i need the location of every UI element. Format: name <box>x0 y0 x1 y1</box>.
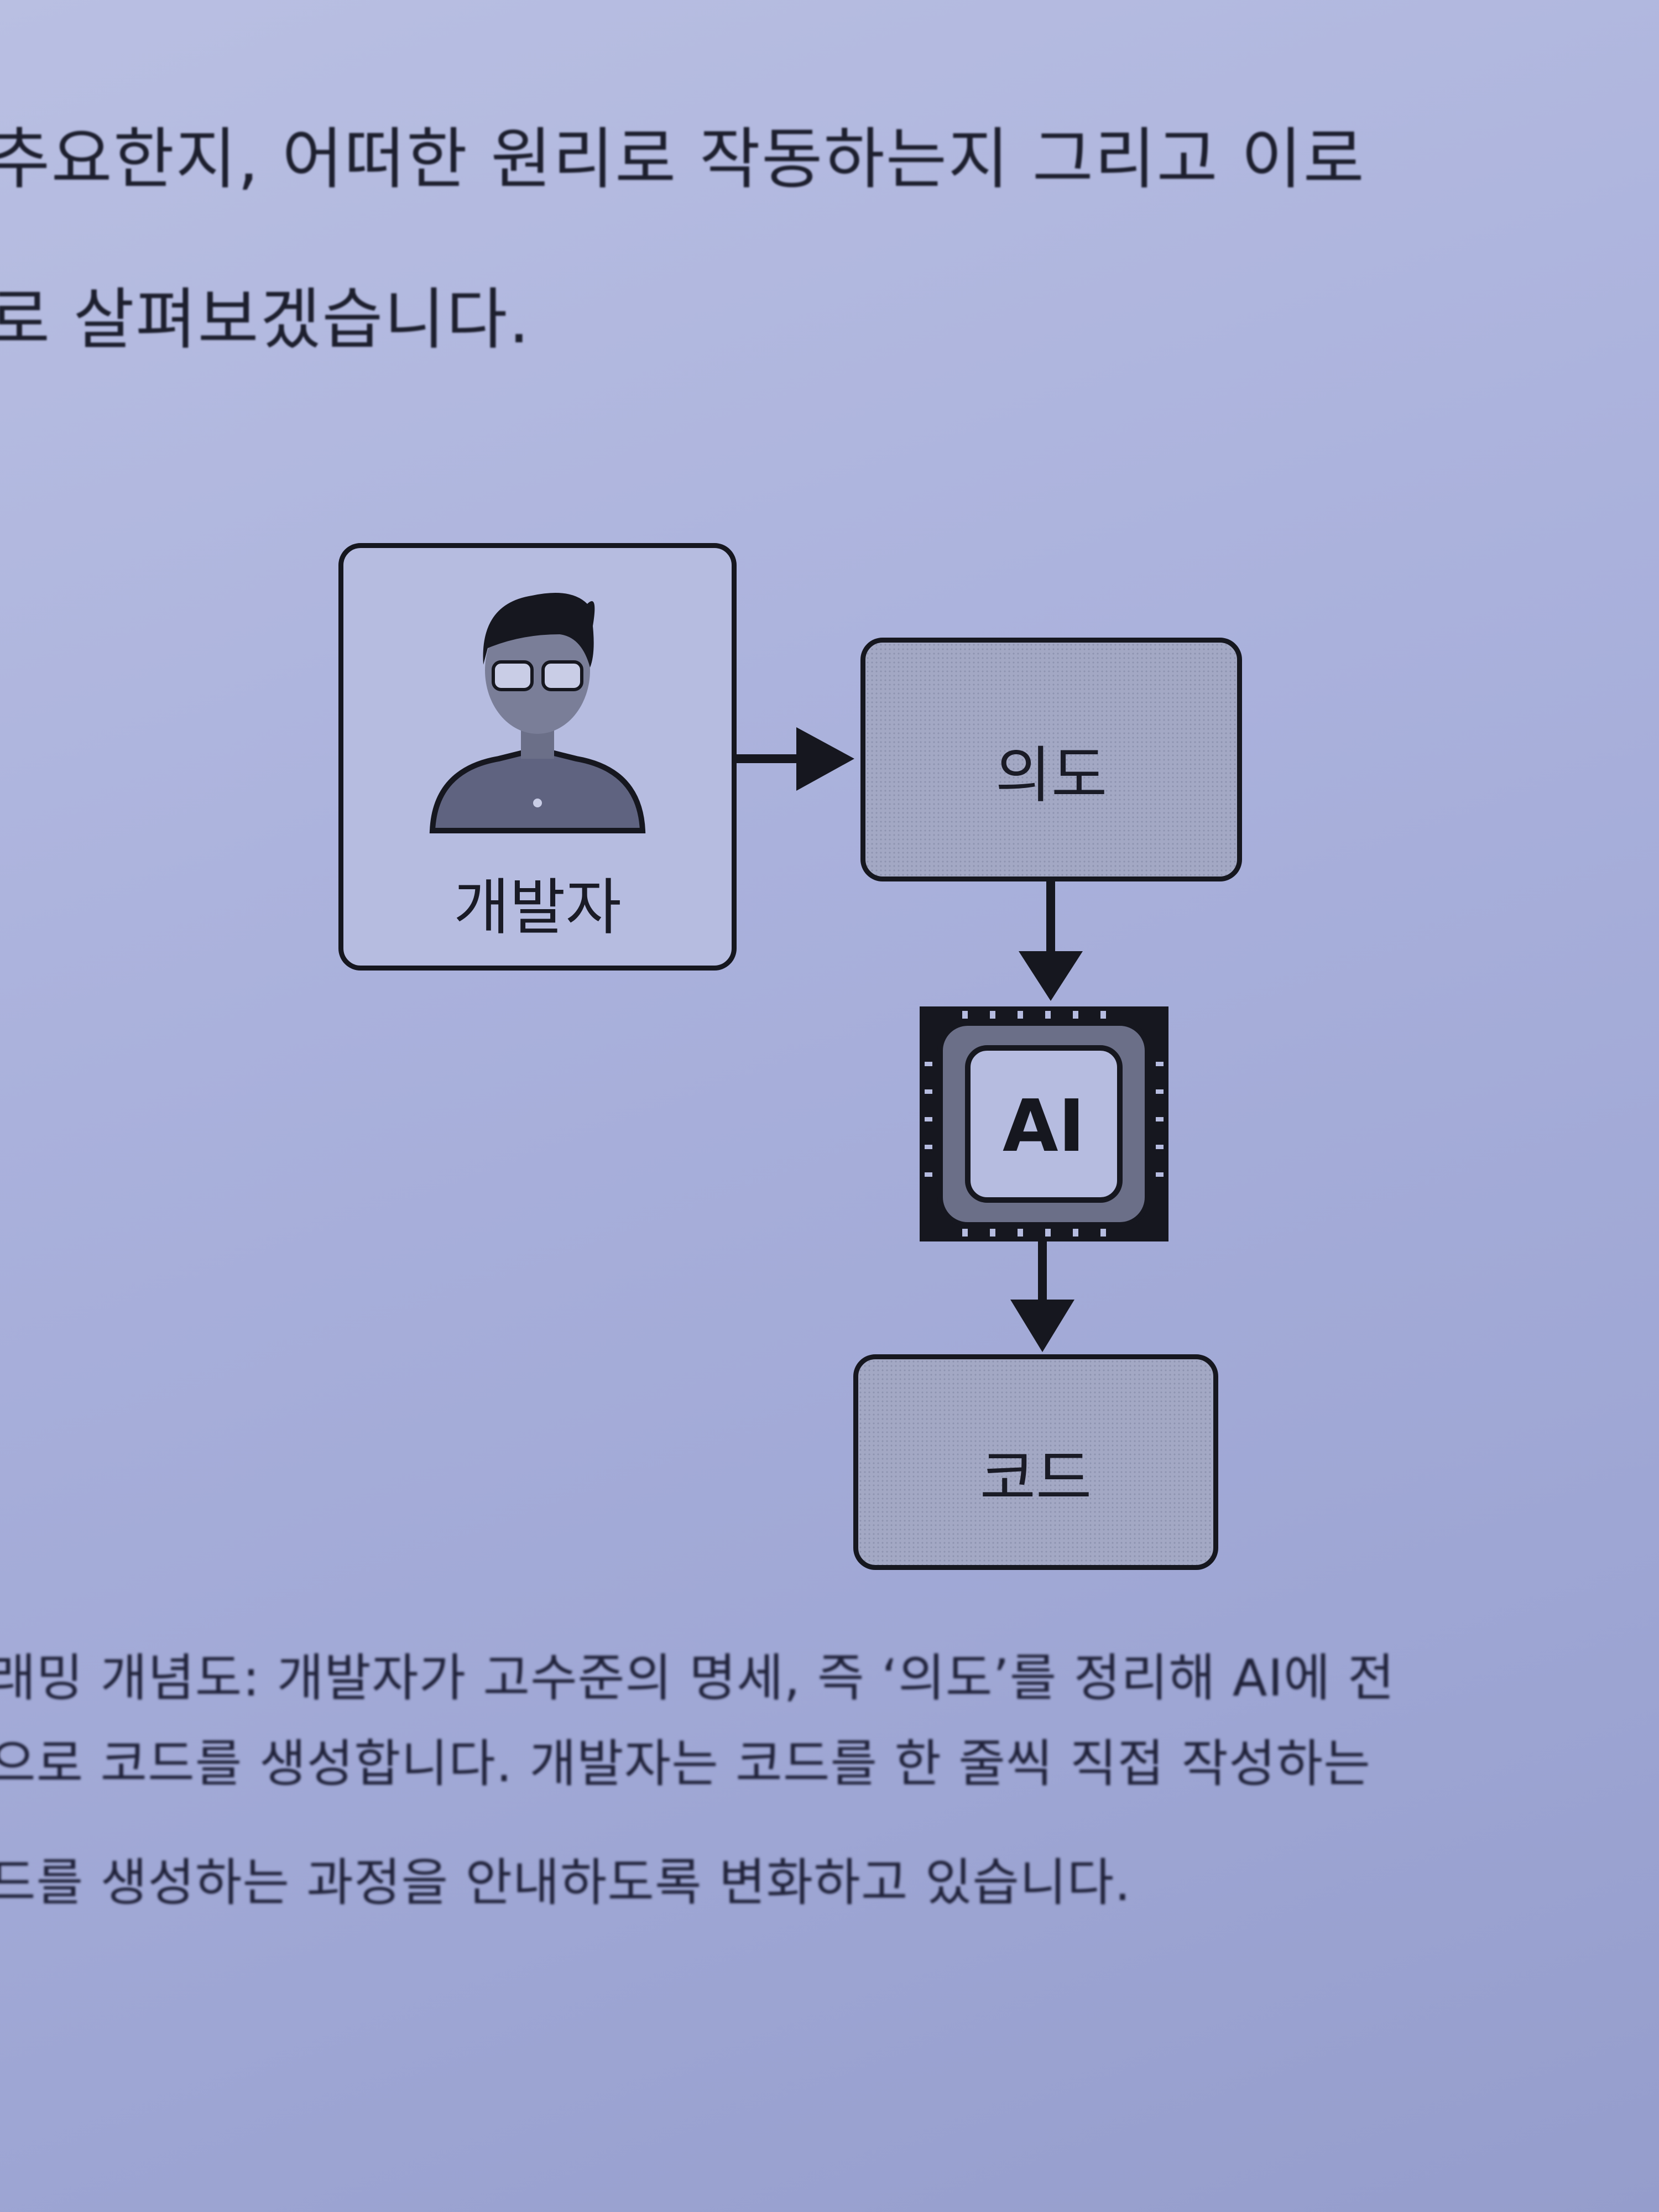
arrow-developer-to-intent <box>737 727 854 791</box>
code-label: 코드 <box>979 1443 1092 1514</box>
arrow-ai-to-code <box>1010 1241 1074 1352</box>
ai-chip-icon <box>920 1006 1168 1241</box>
intent-box: 의도 <box>860 638 1242 881</box>
body-line: 추요한지, 어떠한 원리로 작동하는지 그리고 이로 <box>0 121 1365 198</box>
developer-box: 개발자 <box>338 543 737 971</box>
body-line: 로 살펴보겠습니다. <box>0 281 531 358</box>
caption-line: 으로 코드를 생성합니다. 개발자는 코드를 한 줄씩 직접 작성하는 <box>0 1734 1371 1793</box>
developer-label: 개발자 <box>453 872 622 943</box>
code-box: 코드 <box>853 1354 1218 1570</box>
caption-line: 래밍 개념도: 개발자가 고수준의 명세, 즉 ‘의도’를 정리해 AI에 전 <box>0 1648 1395 1708</box>
arrow-intent-to-ai <box>1019 881 1083 1001</box>
intent-label: 의도 <box>995 740 1108 811</box>
caption-line: 드를 생성하는 과정을 안내하도록 변화하고 있습니다. <box>0 1853 1131 1912</box>
ai-label: AI <box>1003 1084 1085 1168</box>
person-icon <box>429 593 646 833</box>
